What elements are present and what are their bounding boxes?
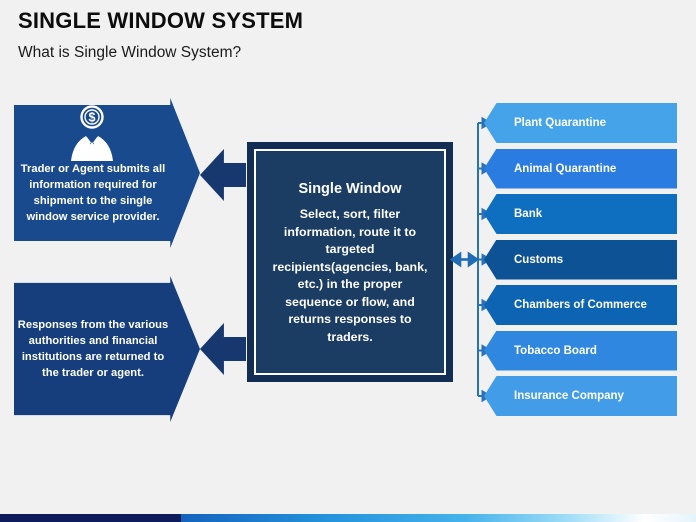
agency-animal-quarantine: Animal Quarantine	[484, 148, 677, 189]
single-window-box: Single Window Select, sort, filter infor…	[247, 142, 453, 382]
agency-tobacco-board: Tobacco Board	[484, 330, 677, 371]
businessman-dollar-icon: $	[66, 104, 118, 166]
trader-submission-text: Trader or Agent submits all information …	[20, 163, 166, 223]
responses-text: Responses from the various authorities a…	[17, 319, 169, 379]
agency-insurance-company: Insurance Company	[484, 376, 677, 416]
single-window-inner: Single Window Select, sort, filter infor…	[254, 149, 446, 375]
agency-customs: Customs	[484, 239, 677, 280]
agency-plant-quarantine: Plant Quarantine	[484, 103, 677, 143]
single-window-title: Single Window	[298, 181, 402, 197]
single-window-description: Select, sort, filter information, route …	[272, 207, 428, 344]
page-subtitle: What is Single Window System?	[18, 44, 242, 61]
arrow-left-bottom-icon	[200, 323, 246, 375]
footer-bar-right-segment	[181, 514, 696, 522]
agency-bank: Bank	[484, 194, 677, 234]
responses-box: Responses from the various authorities a…	[14, 276, 200, 422]
agency-chambers-of-commerce: Chambers of Commerce	[484, 285, 677, 325]
svg-text:$: $	[89, 111, 96, 125]
footer-bar-left-segment	[0, 514, 181, 522]
trader-submission-box: $ Trader or Agent submits all informatio…	[14, 98, 200, 248]
page-title: SINGLE WINDOW SYSTEM	[18, 8, 304, 33]
footer-accent-bar	[0, 514, 696, 522]
arrow-left-top-icon	[200, 149, 246, 201]
